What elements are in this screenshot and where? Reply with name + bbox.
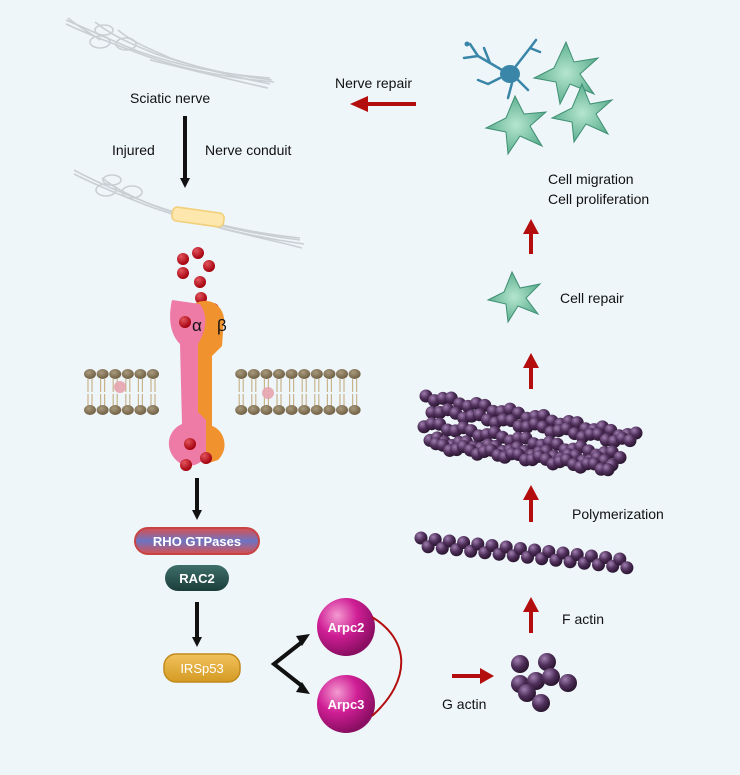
actin-bundle bbox=[417, 389, 643, 477]
lipid bbox=[336, 369, 348, 415]
polymerization-label: Polymerization bbox=[572, 506, 664, 522]
g-actin-monomers bbox=[511, 653, 577, 712]
glial-cell-icon-1 bbox=[532, 40, 600, 106]
glial-cell-icon-2 bbox=[484, 94, 548, 156]
actin-subunit bbox=[513, 542, 527, 555]
cell-migration-label: Cell migration bbox=[548, 171, 634, 187]
arpc3-sphere: Arpc3 bbox=[317, 675, 375, 733]
lipid bbox=[96, 369, 109, 415]
lipid bbox=[147, 369, 159, 415]
sciatic-nerve-illustration bbox=[65, 17, 275, 89]
cell-repair-label: Cell repair bbox=[560, 290, 624, 306]
polymerization-arrow bbox=[523, 485, 539, 522]
lipid bbox=[285, 369, 298, 415]
actin-subunit bbox=[442, 534, 456, 548]
actin-subunit bbox=[428, 533, 442, 546]
rho-gtpases-box: RHO GTPases bbox=[134, 527, 260, 555]
irsp53-box: IRSp53 bbox=[163, 653, 241, 683]
alpha-subunit-label: α bbox=[192, 316, 202, 335]
rho-gtpases-text: RHO GTPases bbox=[153, 534, 241, 549]
actin-subunit bbox=[620, 561, 634, 575]
rac2-box: RAC2 bbox=[165, 565, 229, 591]
actin-subunit bbox=[485, 539, 499, 552]
injured-label: Injured bbox=[112, 142, 155, 158]
arpc2-text: Arpc2 bbox=[328, 620, 365, 635]
sciatic-nerve-label: Sciatic nerve bbox=[130, 90, 210, 106]
lipid bbox=[134, 369, 147, 415]
actin-subunit bbox=[601, 463, 615, 477]
lipid bbox=[247, 369, 260, 415]
migration-arrow bbox=[523, 219, 539, 254]
nerve-repair-arrow bbox=[350, 96, 416, 112]
actin-subunit bbox=[542, 545, 556, 558]
glial-cell-icon-3 bbox=[550, 82, 614, 144]
membrane-protein bbox=[114, 381, 126, 393]
lipid bbox=[273, 369, 285, 415]
membrane-protein bbox=[262, 387, 274, 399]
nerve-conduit-illustration bbox=[73, 169, 305, 249]
arpc2-sphere: Arpc2 bbox=[317, 598, 375, 656]
cell-repair-arrow bbox=[523, 353, 539, 389]
lipid bbox=[348, 369, 361, 415]
rac2-text: RAC2 bbox=[179, 571, 214, 586]
actin-subunit bbox=[570, 548, 584, 561]
branch-arrows bbox=[270, 634, 310, 694]
lipid bbox=[310, 369, 323, 415]
lipid bbox=[84, 369, 96, 415]
lipid bbox=[298, 369, 311, 415]
actin-subunit bbox=[471, 537, 485, 551]
f-actin-arrow bbox=[523, 597, 539, 633]
lipid bbox=[235, 369, 248, 415]
actin-subunit bbox=[613, 552, 627, 566]
neuron-cell-icon bbox=[462, 38, 542, 100]
beta-subunit-label: β bbox=[217, 316, 227, 335]
integrin-receptor bbox=[168, 300, 225, 466]
lipid bbox=[121, 369, 134, 415]
intracellular-ligands bbox=[180, 438, 212, 471]
f-actin-label: F actin bbox=[562, 611, 604, 627]
actin-subunit bbox=[528, 543, 542, 557]
repaired-cell-icon bbox=[486, 270, 542, 324]
nerve-conduit-label: Nerve conduit bbox=[205, 142, 291, 158]
arpc-link bbox=[371, 616, 403, 717]
actin-subunit bbox=[623, 434, 637, 448]
actin-subunit bbox=[584, 549, 598, 563]
cell-membrane bbox=[84, 369, 361, 415]
f-actin-filament bbox=[414, 531, 634, 575]
nerve-repair-label: Nerve repair bbox=[335, 75, 412, 91]
arpc3-text: Arpc3 bbox=[328, 697, 365, 712]
g-actin-label: G actin bbox=[442, 696, 486, 712]
actin-subunit bbox=[414, 531, 428, 545]
cell-proliferation-label: Cell proliferation bbox=[548, 191, 649, 207]
actin-subunit bbox=[599, 551, 613, 564]
g-actin-arrow bbox=[452, 668, 494, 684]
actin-subunit bbox=[556, 546, 570, 560]
actin-subunit bbox=[499, 540, 513, 554]
actin-subunit bbox=[457, 536, 471, 549]
lipid bbox=[323, 369, 336, 415]
irsp53-text: IRSp53 bbox=[180, 661, 223, 676]
